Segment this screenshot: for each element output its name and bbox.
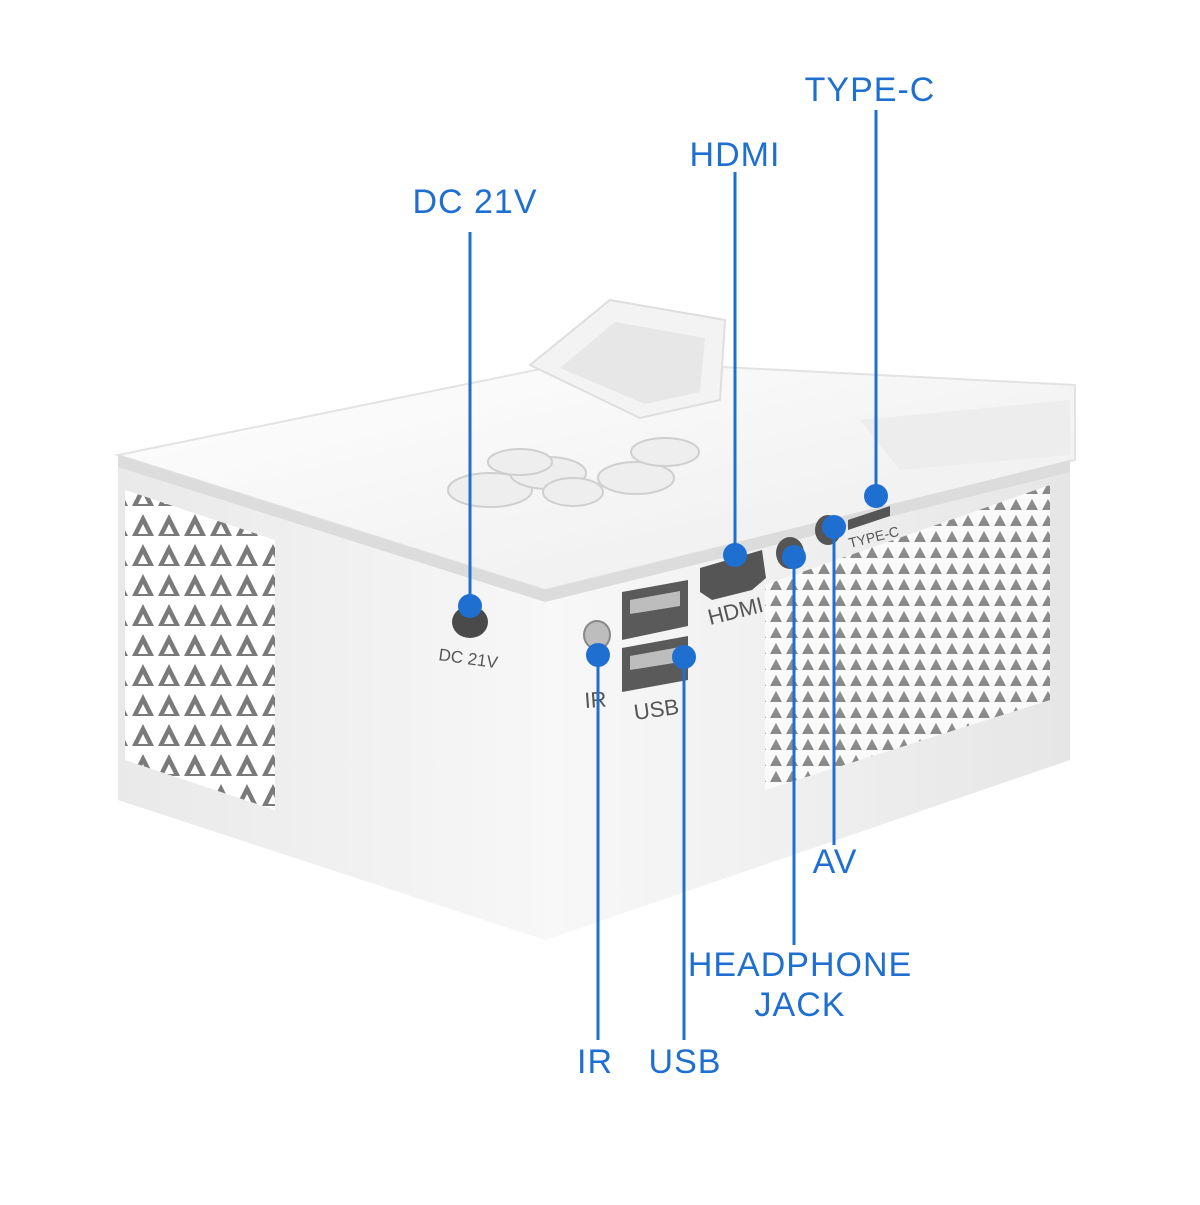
callout-headphone-jack: HEADPHONE JACK — [680, 945, 920, 1025]
callout-type-c-text: TYPE-C — [804, 71, 936, 109]
callout-ir: IR — [560, 1042, 630, 1082]
type-c-socket — [848, 506, 890, 530]
usb-tongue-1 — [630, 591, 680, 614]
callout-dc-text: DC 21V — [412, 183, 538, 221]
button-back[interactable] — [487, 448, 553, 476]
callout-hdmi-text: HDMI — [689, 136, 781, 174]
lens-recess — [560, 322, 705, 404]
button-ok[interactable] — [542, 477, 604, 507]
device-label-ir: IR — [584, 687, 608, 713]
callout-av: AV — [785, 842, 885, 882]
control-buttons — [447, 437, 700, 508]
right-vent — [765, 485, 1050, 790]
dot-usb — [672, 645, 696, 669]
dot-headphone — [782, 545, 806, 569]
dot-type-c — [864, 484, 888, 508]
callout-ir-text: IR — [577, 1043, 613, 1081]
left-vent — [125, 490, 275, 810]
ports — [452, 506, 890, 692]
dc-socket — [452, 606, 488, 638]
callout-headphone-line2: JACK — [754, 986, 846, 1024]
callout-type-c: TYPE-C — [790, 70, 950, 110]
leader-dots — [458, 484, 888, 669]
dot-ir — [586, 643, 610, 667]
leader-lines — [468, 110, 878, 1040]
hdmi-port — [700, 550, 766, 600]
callout-hdmi: HDMI — [665, 135, 805, 175]
usb-tongue-2 — [630, 647, 680, 670]
callout-usb: USB — [630, 1042, 740, 1082]
callout-av-text: AV — [812, 843, 858, 881]
top-recess — [860, 400, 1070, 470]
device-label-usb: USB — [632, 694, 680, 725]
callout-headphone-line1: HEADPHONE — [687, 946, 913, 984]
dot-av — [822, 515, 846, 539]
callout-usb-text: USB — [648, 1043, 722, 1081]
dot-dc — [458, 594, 482, 618]
dot-hdmi — [723, 543, 747, 567]
button-menu[interactable] — [630, 437, 700, 467]
button-down[interactable] — [597, 461, 675, 495]
callout-dc: DC 21V — [400, 182, 550, 222]
